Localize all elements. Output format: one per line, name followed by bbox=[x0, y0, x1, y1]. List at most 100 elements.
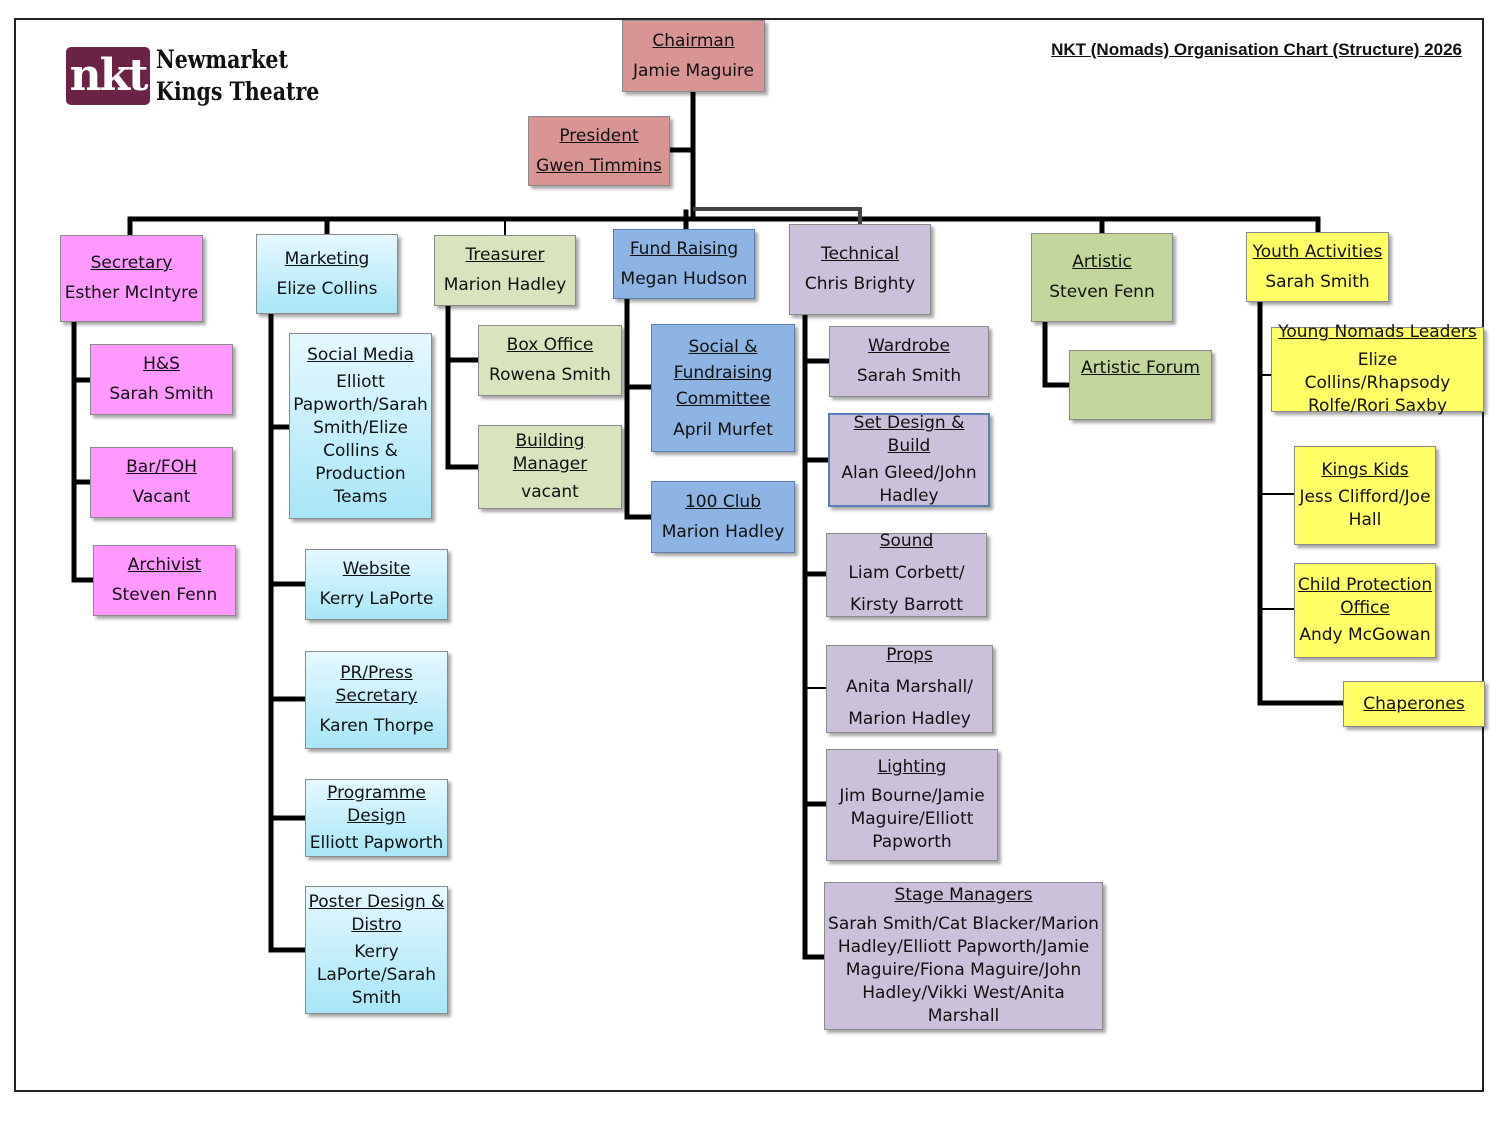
person-label: Megan Hudson bbox=[620, 268, 748, 289]
person-label: Steven Fenn bbox=[1049, 282, 1155, 302]
node-kings-kids: Kings Kids Jess Clifford/Joe Hall bbox=[1294, 446, 1436, 545]
role-label: Youth Activities bbox=[1252, 241, 1383, 262]
person-label: Sarah Smith bbox=[109, 384, 214, 404]
person-label: Elliott Papworth bbox=[309, 832, 444, 853]
node-bar-foh: Bar/FOH Vacant bbox=[90, 447, 233, 518]
role-label: Artistic Forum bbox=[1081, 358, 1200, 378]
node-wardrobe: Wardrobe Sarah Smith bbox=[829, 326, 989, 397]
node-fund-raising: Fund Raising Megan Hudson bbox=[613, 229, 755, 299]
connector-marketing-spine bbox=[268, 311, 308, 953]
role-label: President bbox=[559, 125, 639, 146]
node-chairman: Chairman Jamie Maguire bbox=[622, 20, 765, 92]
connector-fund-spine bbox=[624, 296, 654, 520]
node-treasurer: Treasurer Marion Hadley bbox=[434, 235, 576, 306]
person-label: Jamie Maguire bbox=[632, 60, 755, 81]
person-label: Liam Corbett/ Kirsty Barrott bbox=[848, 562, 965, 615]
person-label: Elize Collins bbox=[276, 278, 378, 299]
role-label: Props bbox=[886, 644, 933, 665]
person-label: Jim Bourne/Jamie Maguire/Elliott Papwort… bbox=[839, 786, 985, 852]
person-label: Elize Collins/Rhapsody Rolfe/Rori Saxby bbox=[1304, 350, 1451, 416]
node-social-fundraising: Social & Fundraising Committee April Mur… bbox=[651, 324, 795, 452]
person-label: Karen Thorpe bbox=[319, 716, 434, 736]
role-label: Sound bbox=[879, 530, 934, 551]
connector-technical-spine bbox=[802, 312, 827, 960]
role-label: H&S bbox=[143, 354, 180, 374]
person-label: Esther McIntyre bbox=[64, 283, 199, 303]
node-sound: Sound Liam Corbett/ Kirsty Barrott bbox=[826, 530, 987, 617]
role-label: Technical bbox=[820, 244, 900, 264]
node-website: Website Kerry LaPorte bbox=[305, 549, 448, 620]
person-label: Gwen Timmins bbox=[536, 155, 662, 176]
node-100-club: 100 Club Marion Hadley bbox=[651, 481, 795, 553]
page-frame bbox=[14, 18, 1484, 1092]
person-label: Alan Gleed/John Hadley bbox=[841, 463, 977, 506]
chart-title: NKT (Nomads) Organisation Chart (Structu… bbox=[1051, 40, 1462, 59]
role-label: Bar/FOH bbox=[126, 457, 197, 477]
role-label: Set Design & Build bbox=[853, 413, 965, 456]
person-label: Marion Hadley bbox=[661, 521, 785, 542]
role-label: Young Nomads Leaders bbox=[1278, 322, 1477, 342]
role-label: Programme Design bbox=[327, 782, 426, 826]
person-label: Andy McGowan bbox=[1299, 625, 1431, 645]
node-set-design: Set Design & Build Alan Gleed/John Hadle… bbox=[828, 413, 990, 507]
node-lighting: Lighting Jim Bourne/Jamie Maguire/Elliot… bbox=[826, 749, 998, 861]
role-label: Lighting bbox=[877, 757, 947, 777]
role-label: Secretary bbox=[90, 253, 173, 273]
role-label: Marketing bbox=[284, 248, 370, 269]
node-artistic: Artistic Steven Fenn bbox=[1031, 233, 1173, 322]
node-secretary: Secretary Esther McIntyre bbox=[60, 235, 203, 322]
person-label: Kerry LaPorte bbox=[319, 589, 434, 609]
person-label: Sarah Smith bbox=[1265, 271, 1370, 292]
node-programme-design: Programme Design Elliott Papworth bbox=[305, 779, 448, 857]
role-label: Chairman bbox=[652, 30, 735, 51]
role-label: Treasurer bbox=[465, 245, 545, 265]
person-label: Kerry LaPorte/Sarah Smith bbox=[316, 941, 437, 1008]
node-poster-design: Poster Design & Distro Kerry LaPorte/Sar… bbox=[305, 886, 448, 1014]
node-marketing: Marketing Elize Collins bbox=[256, 234, 398, 314]
person-label: Vacant bbox=[132, 487, 191, 507]
node-chaperones: Chaperones bbox=[1343, 681, 1485, 727]
role-label: 100 Club bbox=[684, 491, 761, 512]
role-label: Kings Kids bbox=[1321, 460, 1409, 480]
person-label: Rowena Smith bbox=[489, 365, 611, 385]
node-pr-press: PR/Press Secretary Karen Thorpe bbox=[305, 651, 448, 749]
role-label: Poster Design & Distro bbox=[308, 891, 445, 935]
person-label: Steven Fenn bbox=[111, 585, 218, 605]
role-label: Chaperones bbox=[1363, 693, 1465, 714]
role-label: Archivist bbox=[127, 555, 202, 575]
role-label: Stage Managers bbox=[894, 885, 1033, 905]
connector-secretary-spine bbox=[71, 319, 96, 583]
role-label: Box Office bbox=[506, 335, 594, 355]
person-label: Elliott Papworth/Sarah Smith/Elize Colli… bbox=[293, 371, 428, 507]
node-archivist: Archivist Steven Fenn bbox=[93, 545, 236, 616]
connector-treasurer-spine bbox=[445, 303, 481, 470]
logo: nkt Newmarket Kings Theatre bbox=[66, 44, 355, 108]
role-label: PR/Press Secretary bbox=[335, 663, 418, 706]
person-label: April Murfet bbox=[673, 420, 773, 440]
node-hs: H&S Sarah Smith bbox=[90, 344, 233, 415]
logo-line-1: Newmarket bbox=[156, 45, 288, 74]
person-label: Anita Marshall/ Marion Hadley bbox=[846, 676, 973, 729]
person-label: Chris Brighty bbox=[804, 274, 916, 294]
person-label: vacant bbox=[521, 482, 579, 502]
node-youth-activities: Youth Activities Sarah Smith bbox=[1246, 232, 1389, 302]
logo-text: Newmarket Kings Theatre bbox=[156, 44, 319, 108]
role-label: Child Protection Office bbox=[1297, 575, 1433, 618]
node-president: President Gwen Timmins bbox=[528, 116, 670, 186]
role-label: Website bbox=[342, 559, 411, 579]
connector-technical bbox=[693, 207, 862, 224]
connector-youth-spine bbox=[1257, 299, 1346, 706]
role-label: Artistic bbox=[1072, 252, 1132, 272]
person-label: Sarah Smith bbox=[856, 366, 962, 386]
node-box-office: Box Office Rowena Smith bbox=[478, 325, 622, 396]
logo-mark: nkt bbox=[66, 47, 150, 105]
role-label: Wardrobe bbox=[868, 336, 950, 356]
person-label: Jess Clifford/Joe Hall bbox=[1299, 487, 1431, 530]
node-child-protection: Child Protection Office Andy McGowan bbox=[1294, 563, 1436, 658]
person-label: Marion Hadley bbox=[443, 275, 567, 295]
node-artistic-forum: Artistic Forum bbox=[1069, 350, 1212, 420]
role-label: Social Media bbox=[307, 344, 414, 365]
node-stage-managers: Stage Managers Sarah Smith/Cat Blacker/M… bbox=[824, 882, 1103, 1030]
node-young-nomads-leaders: Young Nomads Leaders Elize Collins/Rhaps… bbox=[1271, 322, 1484, 416]
